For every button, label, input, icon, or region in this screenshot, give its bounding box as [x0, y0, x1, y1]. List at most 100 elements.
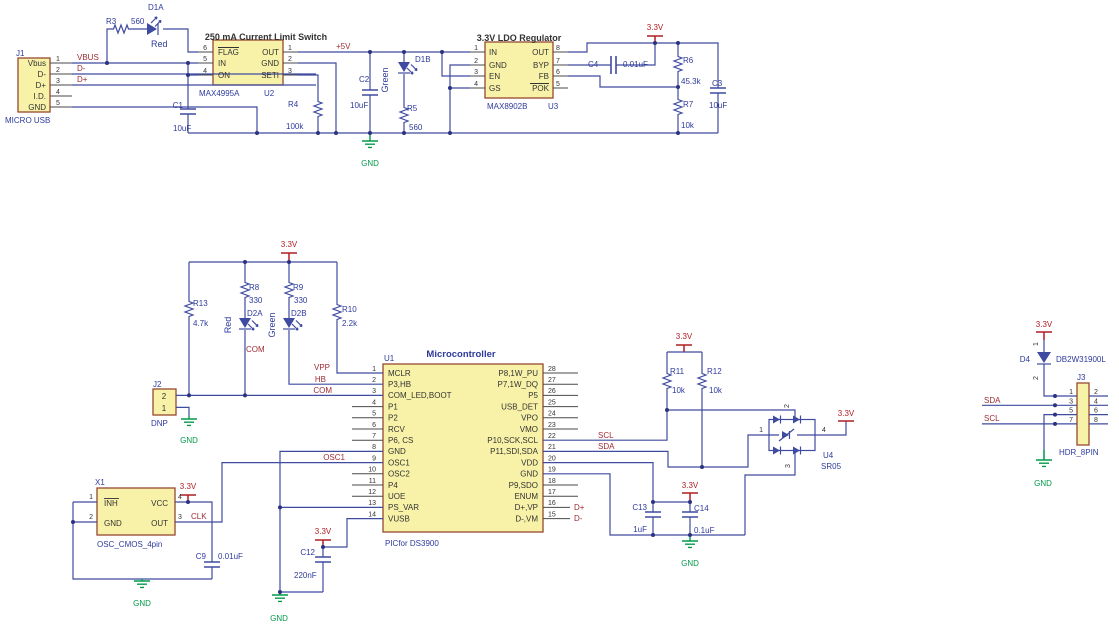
r5-ref: R5	[407, 104, 418, 113]
gnd-j2: GND	[180, 436, 198, 445]
capacitor-c13	[644, 511, 662, 518]
resistor-r13	[184, 299, 194, 319]
u1-pin-name-gnd1: GND	[388, 447, 406, 456]
j2-pin-num-1: 1	[162, 404, 167, 413]
u1-pin-num-6: 6	[372, 422, 376, 429]
u1-pin-name-vmo: VMO	[520, 425, 538, 434]
u3-pin-num-8: 8	[556, 45, 560, 52]
u1-pin-name-uoe: UOE	[388, 492, 405, 501]
wire-u3-en	[441, 52, 470, 77]
r6-ref: R6	[683, 56, 694, 65]
u1-pin-name-p10: P10,SCK,SCL	[487, 436, 538, 445]
u2-pin-name-on: ON	[218, 71, 230, 80]
u1-pin-num-14: 14	[368, 511, 376, 518]
u3-pin-num-6: 6	[556, 69, 560, 76]
u1-pin-num-2: 2	[372, 377, 376, 384]
r8-value: 330	[249, 296, 263, 305]
u2-ref: U2	[264, 89, 275, 98]
gnd-icon	[133, 580, 151, 589]
u1-pin-num-20: 20	[548, 455, 556, 462]
power-3v3-icon	[1036, 331, 1052, 340]
u1-pin-name-gnd2: GND	[520, 470, 538, 479]
d1a-ref: D1A	[148, 3, 164, 12]
u2-pin-num-5: 5	[203, 56, 207, 63]
c13-value: 1uF	[633, 525, 647, 534]
resistor-r10	[332, 302, 342, 322]
wire-c4	[568, 43, 656, 66]
gnd-icon	[271, 594, 289, 603]
r4-value: 100k	[286, 122, 304, 131]
j2-ref: J2	[153, 380, 162, 389]
u1-pin-num-12: 12	[368, 489, 376, 496]
r9-ref: R9	[293, 283, 304, 292]
u1-pin-num-3: 3	[372, 388, 376, 395]
u3-pin-name-gs: GS	[489, 84, 501, 93]
junction-dot	[368, 50, 372, 54]
wires	[72, 28, 1108, 593]
c12-value: 220nF	[294, 571, 317, 580]
u1-pin-name-p5: P5	[528, 391, 538, 400]
j1-pin-name-dplus: D+	[36, 81, 47, 90]
pin-stub	[470, 51, 568, 89]
r13-value: 4.7k	[193, 319, 209, 328]
net-label-clk: CLK	[191, 512, 207, 521]
gnd-icon	[1035, 459, 1053, 468]
junction-dot	[278, 505, 282, 510]
ground-symbols	[133, 133, 1053, 603]
u4-pin-num-4: 4	[822, 427, 826, 434]
diodes	[146, 16, 1052, 456]
r11-ref: R11	[670, 367, 685, 376]
resistor-r9	[284, 280, 294, 300]
r9-value: 330	[294, 296, 308, 305]
j1-pin-name-id: I.D.	[34, 92, 46, 101]
junction-dot	[321, 545, 325, 549]
wire-sda	[543, 434, 769, 468]
wire-r4-seti	[298, 74, 319, 133]
u1-pin-num-22: 22	[548, 433, 556, 440]
r10-ref: R10	[342, 305, 357, 314]
power-3v3-leds: 3.3V	[281, 240, 298, 249]
u1-pin-num-10: 10	[368, 467, 376, 474]
capacitor-c12	[314, 556, 332, 563]
junction-dot	[243, 260, 247, 264]
gnd-c14: GND	[681, 559, 699, 568]
pin-stub	[198, 51, 298, 76]
u4-pin-num-2: 2	[784, 404, 791, 408]
junction-dot	[316, 131, 320, 135]
u2-pin-name-out: OUT	[262, 48, 279, 57]
u1-pin-num-4: 4	[372, 399, 376, 406]
component-bodies	[17, 39, 1090, 536]
net-label-vbus: VBUS	[77, 53, 99, 62]
junction-dot	[700, 465, 704, 469]
j1-connector-body	[17, 57, 51, 113]
c12-ref: C12	[300, 548, 315, 557]
r3-value: 560	[131, 17, 145, 26]
u3-pin-name-byp: BYP	[533, 61, 549, 70]
wire-j3-right-stubs	[1089, 395, 1108, 425]
resistor-r8	[240, 280, 250, 300]
u1-pin-name-usbdet: USB_DET	[501, 402, 538, 411]
junction-dot	[255, 131, 259, 135]
u1-pin-name-enum: ENUM	[514, 492, 538, 501]
junction-dot	[71, 520, 75, 524]
junction-dot	[334, 131, 338, 135]
u1-pin-num-18: 18	[548, 478, 556, 485]
junction-dot	[688, 533, 692, 537]
u1-pin-name-p3hb: P3,HB	[388, 380, 411, 389]
gnd-j3: GND	[1034, 479, 1052, 488]
u3-body	[484, 41, 554, 99]
resistors	[111, 24, 707, 391]
u1-ref: U1	[384, 354, 395, 363]
r7-value: 10k	[681, 121, 695, 130]
wire-x1	[72, 501, 213, 580]
u1-pin-name-vpo: VPO	[521, 414, 538, 423]
d1a-color: Red	[151, 39, 168, 49]
junction-dot	[1053, 421, 1057, 426]
led-d1a-icon	[146, 16, 162, 36]
u1-pin-num-15: 15	[548, 511, 556, 518]
wire-u1-gnd19	[543, 473, 653, 536]
c1-ref: C1	[173, 101, 184, 110]
j1-type: MICRO USB	[5, 116, 50, 125]
net-label-dplus-u1: D+	[574, 503, 585, 512]
wire-r10-vpp	[336, 262, 383, 374]
